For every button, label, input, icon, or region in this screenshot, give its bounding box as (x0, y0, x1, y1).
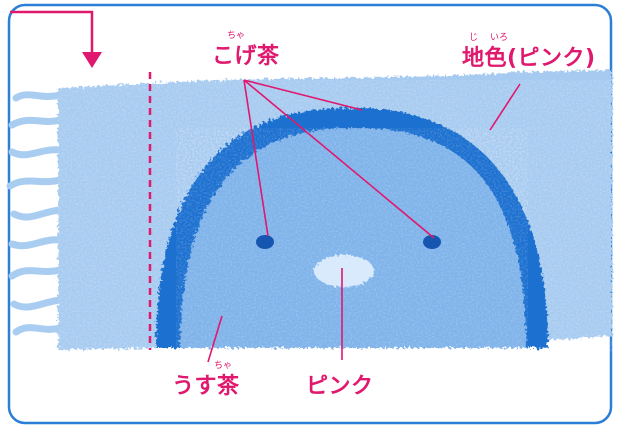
usu-cha-label: うす茶 (172, 368, 240, 400)
mouth-patch (314, 255, 374, 287)
jiiro-label: 地色(ピンク) (462, 40, 596, 72)
koge-cha-label: こげ茶 (212, 38, 280, 70)
pink-label: ピンク (306, 368, 374, 400)
left-eye (256, 235, 274, 249)
